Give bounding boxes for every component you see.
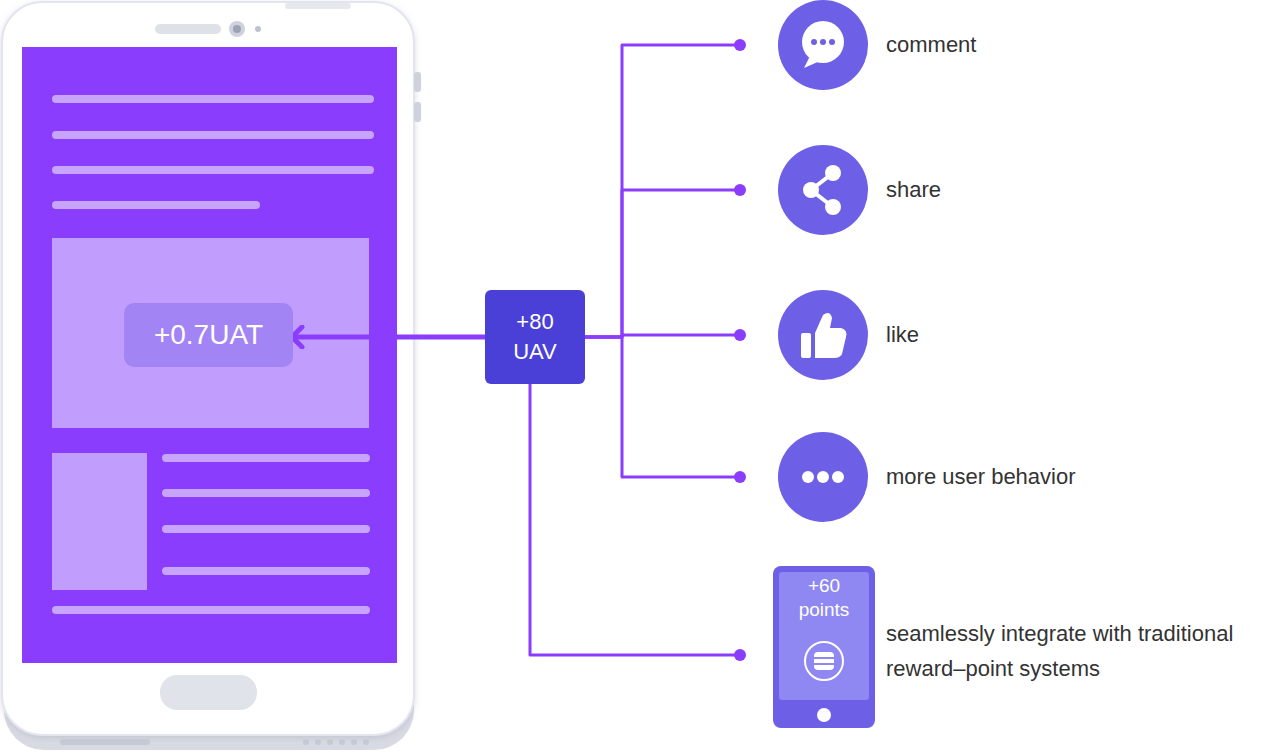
base-slot xyxy=(60,739,150,745)
icon-circle xyxy=(740,0,868,90)
integration-note: seamlessly integrate with traditional re… xyxy=(886,616,1248,686)
icon-part xyxy=(811,39,817,45)
home-button xyxy=(160,675,257,710)
icon-part xyxy=(803,182,819,198)
icon-part xyxy=(802,21,844,63)
icon-circle xyxy=(740,145,868,235)
illustration-part xyxy=(56,201,256,209)
circle-outline xyxy=(778,0,868,90)
node-label: +0.7UAT xyxy=(154,316,263,354)
icon-part xyxy=(820,39,826,45)
illustration-part xyxy=(166,489,366,497)
thumbnail xyxy=(52,453,147,590)
mini-phone-part xyxy=(814,663,834,665)
connector xyxy=(293,335,485,340)
reward-badge: +0.7UAT xyxy=(124,303,293,367)
phone-screen xyxy=(22,47,397,663)
illustration-part xyxy=(166,454,366,462)
mini-phone-part xyxy=(773,566,875,728)
behavior-label: comment xyxy=(886,32,976,58)
mini-phone-part xyxy=(779,572,869,700)
icon-part xyxy=(802,471,814,483)
behavior-label: like xyxy=(886,322,919,348)
behavior-node: more user behavior xyxy=(740,432,1080,522)
mini-phone-part xyxy=(814,657,834,659)
icon xyxy=(778,290,868,380)
connector xyxy=(530,384,740,655)
mini-phone-part xyxy=(805,642,843,680)
side-button xyxy=(414,72,421,92)
illustration-part xyxy=(315,739,321,745)
image-panel xyxy=(52,238,369,428)
mini-phone-part xyxy=(817,708,831,722)
illustration-part xyxy=(166,525,366,533)
icon-part xyxy=(815,313,846,358)
points-node: +60 points seamlessly integrate with trad… xyxy=(740,566,1252,728)
behavior-label: more user behavior xyxy=(886,464,1076,490)
icon-circle xyxy=(740,290,868,380)
illustration-part xyxy=(56,606,366,614)
behavior-label: share xyxy=(886,177,941,203)
sensor xyxy=(255,26,261,32)
icon xyxy=(778,432,868,522)
node-label: +80 UAV xyxy=(513,307,557,366)
points-badge: +60 points xyxy=(779,574,869,622)
icon-part xyxy=(804,56,820,68)
circle-outline xyxy=(778,145,868,235)
phone-base xyxy=(4,14,414,750)
connector-dot xyxy=(734,184,746,196)
connector-dot xyxy=(734,39,746,51)
behavior-node: share xyxy=(740,145,946,235)
icon-part xyxy=(817,471,829,483)
camera xyxy=(229,21,245,37)
mini-phone-part xyxy=(814,652,834,670)
icon-circle xyxy=(740,432,868,522)
icon xyxy=(778,0,868,90)
icon-part xyxy=(825,165,841,181)
speaker xyxy=(155,24,221,34)
circle-outline xyxy=(778,432,868,522)
icon xyxy=(778,145,868,235)
connector xyxy=(585,45,740,337)
connector xyxy=(585,190,740,337)
illustration-part xyxy=(56,166,370,174)
illustration-part xyxy=(339,739,345,745)
phone-top-tab xyxy=(285,3,351,9)
illustration-part xyxy=(166,567,366,575)
side-button xyxy=(414,102,421,122)
camera-lens xyxy=(233,25,241,33)
behavior-node: like xyxy=(740,290,924,380)
connector-dot xyxy=(734,471,746,483)
illustration-part xyxy=(303,739,309,745)
connector-dot xyxy=(734,329,746,341)
value-box: +80 UAV xyxy=(485,290,585,384)
icon-part xyxy=(832,471,844,483)
behavior-node: comment xyxy=(740,0,981,90)
circle-outline xyxy=(778,290,868,380)
icon-part xyxy=(801,333,811,358)
connector xyxy=(585,337,740,477)
illustration-part xyxy=(363,739,369,745)
illustration-part xyxy=(351,739,357,745)
base-dots xyxy=(303,739,369,745)
illustration-part xyxy=(327,739,333,745)
illustration-part xyxy=(56,95,370,103)
phone-body xyxy=(2,2,414,735)
connector-dot xyxy=(734,649,746,661)
icon-part xyxy=(829,39,835,45)
icon-part xyxy=(825,199,841,215)
illustration-part xyxy=(56,131,370,139)
